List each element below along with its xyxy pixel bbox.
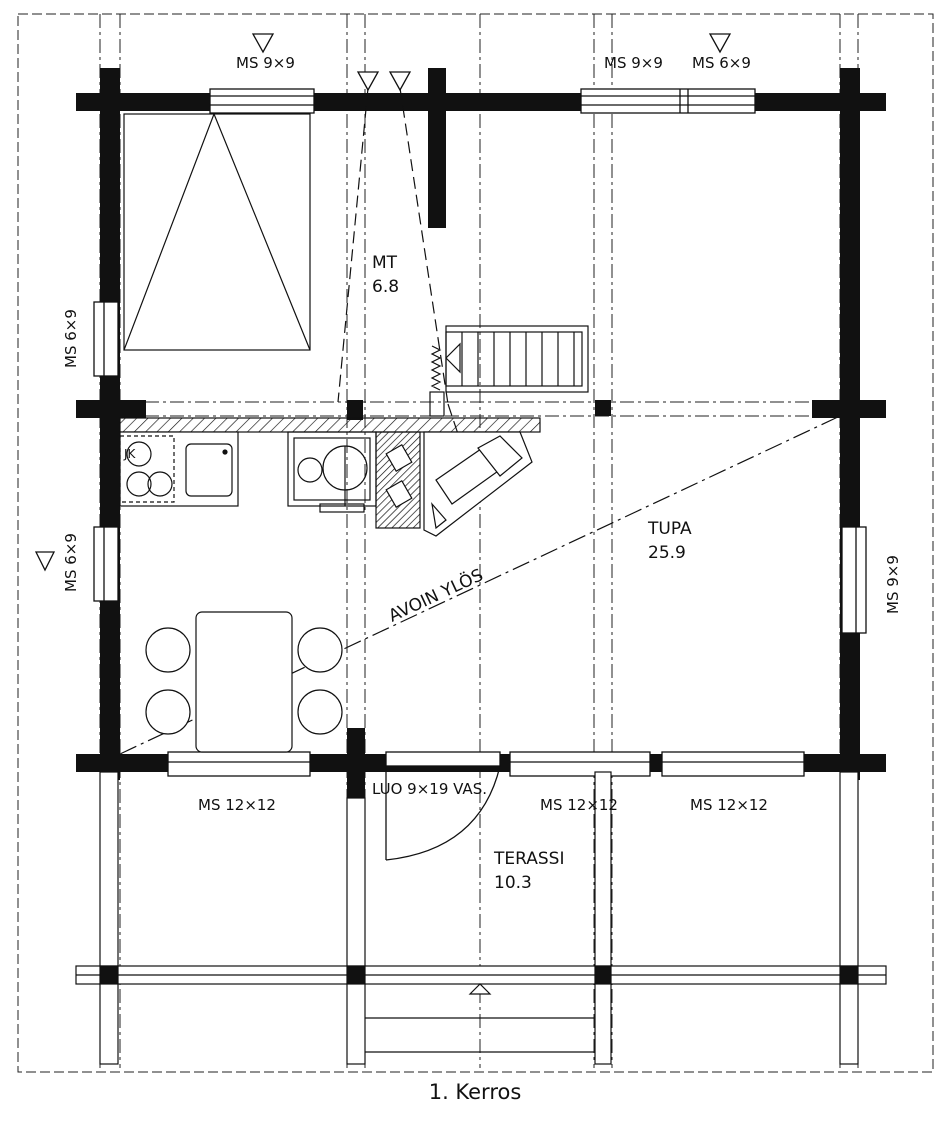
room-name-mt: MT <box>372 253 398 273</box>
window-right <box>841 526 867 634</box>
window-top-left <box>209 88 315 114</box>
window-label-bottom-mid: MS 12×12 <box>540 796 618 814</box>
window-bottom-mid <box>509 751 651 777</box>
window-label-bottom-left: MS 12×12 <box>198 796 276 814</box>
window-label-left-lower: MS 6×9 <box>62 533 80 592</box>
window-bottom-right <box>661 751 805 777</box>
window-label-top-left: MS 9×9 <box>236 54 295 72</box>
window-left-lower <box>93 526 119 602</box>
chair <box>145 689 191 735</box>
grid-axes <box>99 14 859 1068</box>
entrance-door <box>385 751 501 861</box>
kitchen-counter <box>119 417 541 507</box>
stove-label: JK <box>123 447 137 461</box>
bed <box>123 112 311 351</box>
room-area-mt: 6.8 <box>372 277 399 297</box>
window-label-top-mid: MS 9×9 <box>604 54 663 72</box>
level-markers-top <box>34 33 732 572</box>
window-label-right: MS 9×9 <box>884 555 902 614</box>
chair <box>297 689 343 735</box>
corner-hearth <box>423 431 533 537</box>
dining-table <box>195 611 293 753</box>
fireplace <box>287 431 421 529</box>
chair <box>145 627 191 673</box>
door-label: LUO 9×19 VAS. <box>372 780 487 798</box>
window-bottom-left <box>167 751 311 777</box>
terrace <box>75 771 887 1065</box>
window-label-bottom-right: MS 12×12 <box>690 796 768 814</box>
window-top-right <box>580 88 756 114</box>
window-label-top-right: MS 6×9 <box>692 54 751 72</box>
open-above-label: AVOIN YLÖS <box>385 564 487 627</box>
room-area-tupa: 25.9 <box>648 543 686 563</box>
window-left-upper <box>93 301 119 377</box>
room-name-tupa: TUPA <box>647 519 692 539</box>
room-name-terassi: TERASSI <box>493 849 564 869</box>
windows <box>93 88 867 777</box>
window-label-left-upper: MS 6×9 <box>62 309 80 368</box>
dining-set <box>145 611 343 753</box>
entry-steps <box>365 983 594 1053</box>
chair <box>297 627 343 673</box>
plan-caption: 1. Kerros <box>428 1080 522 1104</box>
plan-boundary <box>17 13 934 1073</box>
staircase <box>429 325 589 417</box>
room-area-terassi: 10.3 <box>494 873 532 893</box>
